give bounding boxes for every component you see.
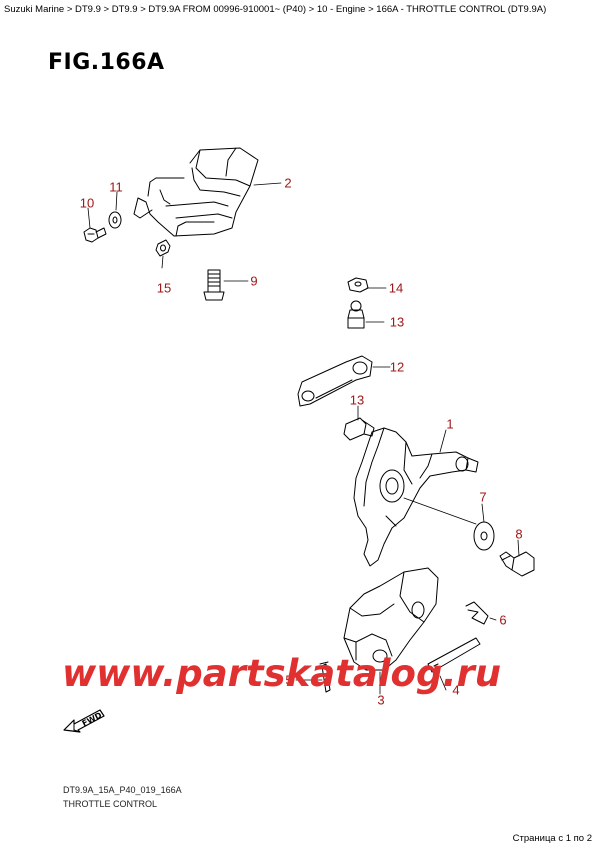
part-13-stud-top (347, 300, 365, 329)
page-status: Страница с 1 по 2 (512, 833, 592, 844)
part-8-bolt (499, 551, 535, 577)
callout-1[interactable]: 1 (446, 416, 454, 432)
callout-2[interactable]: 2 (284, 175, 292, 191)
part-10-screw (83, 227, 107, 243)
part-14-nut (347, 277, 369, 293)
part-5-pin (319, 661, 331, 693)
leader-line (403, 497, 477, 525)
callout-13-upper[interactable]: 13 (389, 314, 405, 330)
callout-leaders (87, 182, 520, 695)
callout-14[interactable]: 14 (388, 280, 404, 296)
callout-5[interactable]: 5 (285, 672, 293, 688)
fwd-label: FWD (81, 710, 104, 728)
part-6-clip (465, 601, 489, 625)
callout-13-lower[interactable]: 13 (349, 392, 365, 408)
part-13-bolt-lower (343, 417, 375, 441)
part-12-link-rod (297, 355, 373, 407)
part-4-pin (427, 637, 481, 673)
part-15-nut (155, 239, 171, 257)
callout-15[interactable]: 15 (156, 280, 172, 296)
part-7-washer (473, 521, 495, 551)
callout-8[interactable]: 8 (515, 526, 523, 542)
callout-3[interactable]: 3 (377, 692, 385, 708)
part-2-bracket (133, 147, 259, 237)
part-3-follower (343, 567, 439, 671)
callout-9[interactable]: 9 (250, 273, 258, 289)
callout-7[interactable]: 7 (479, 489, 487, 505)
figure-title: FIG.166A (48, 50, 165, 75)
fwd-arrow-icon: FWD (60, 700, 124, 745)
callout-10[interactable]: 10 (79, 195, 95, 211)
part-11-washer (108, 211, 122, 229)
callout-4[interactable]: 4 (452, 682, 460, 698)
figure-subtitle: THROTTLE CONTROL (63, 799, 158, 809)
callout-11[interactable]: 11 (109, 179, 123, 195)
callout-12[interactable]: 12 (389, 359, 405, 375)
callout-6[interactable]: 6 (499, 612, 507, 628)
breadcrumb[interactable]: Suzuki Marine > DT9.9 > DT9.9 > DT9.9A F… (4, 4, 547, 15)
part-1-throttle-cam (353, 427, 479, 567)
part-9-bolt (203, 269, 225, 301)
watermark: www.partskatalog.ru (62, 652, 502, 695)
figure-code: DT9.9A_15A_P40_019_166A (63, 785, 182, 795)
